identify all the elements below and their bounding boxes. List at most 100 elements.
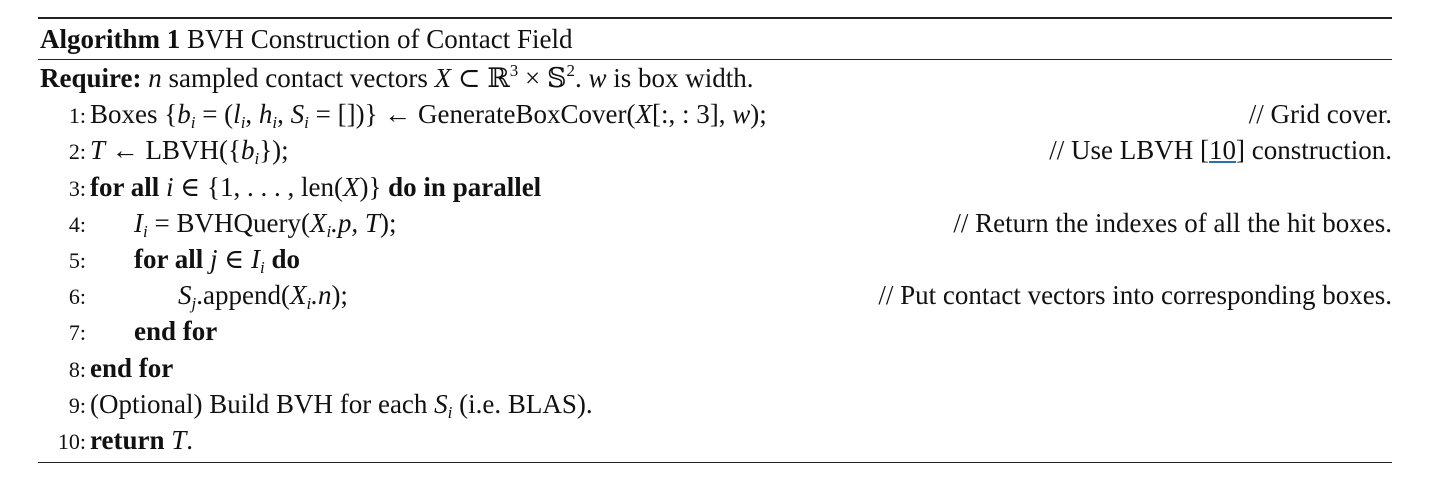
text: ∈ {1, . . . , len( bbox=[173, 171, 343, 202]
text: × 𝕊 bbox=[518, 63, 567, 93]
line-number: 3: bbox=[68, 175, 86, 201]
var: i bbox=[166, 171, 174, 202]
var: I bbox=[251, 243, 261, 274]
text: is box width. bbox=[606, 63, 754, 93]
algo-line-9: 9: (Optional) Build BVH for each Si (i.e… bbox=[38, 386, 1392, 422]
line-number: 7: bbox=[68, 320, 86, 346]
var: .n bbox=[311, 280, 332, 311]
text: = BVHQuery( bbox=[147, 207, 310, 238]
subscript: j bbox=[191, 294, 197, 314]
keyword: for all bbox=[90, 171, 160, 202]
var: w bbox=[732, 99, 751, 130]
superscript: 3 bbox=[509, 61, 519, 80]
text: (i.e. BLAS). bbox=[452, 388, 593, 419]
line-body: Boxes {bi = (li, hi, Si = [])} ← Generat… bbox=[90, 99, 767, 133]
text: ); bbox=[379, 207, 397, 238]
text: ] construction. bbox=[1236, 135, 1392, 166]
var: X bbox=[342, 171, 360, 202]
algo-line-5: 5: for all j ∈ Ii do bbox=[38, 241, 1392, 277]
keyword: return bbox=[90, 424, 165, 455]
algorithm-label: Algorithm 1 bbox=[40, 24, 181, 54]
keyword: end for bbox=[90, 352, 174, 383]
algorithm-block: Algorithm 1 BVH Construction of Contact … bbox=[38, 17, 1392, 464]
var: X bbox=[309, 207, 327, 238]
caption-rule bbox=[38, 59, 1392, 60]
var: T bbox=[90, 135, 106, 166]
text: ∈ bbox=[217, 243, 252, 274]
comment: // Put contact vectors into correspondin… bbox=[878, 280, 1392, 311]
keyword: do bbox=[271, 243, 301, 274]
text: ← LBVH({ bbox=[105, 135, 241, 166]
algo-line-6: 6: Sj.append(Xi.n); // Put contact vecto… bbox=[38, 277, 1392, 313]
text: . bbox=[574, 63, 589, 93]
line-number: 10: bbox=[57, 428, 86, 454]
algo-line-1: 1: Boxes {bi = (li, hi, Si = [])} ← Gene… bbox=[38, 96, 1392, 132]
var-n: n bbox=[148, 63, 162, 93]
var: h bbox=[258, 99, 273, 130]
line-body: Sj.append(Xi.n); bbox=[90, 277, 348, 313]
line-number: 9: bbox=[68, 392, 86, 418]
require-line: Require: n sampled contact vectors X ⊂ ℝ… bbox=[38, 60, 1392, 96]
var: S bbox=[434, 388, 448, 419]
line-number: 8: bbox=[68, 356, 86, 382]
line-body: return T. bbox=[90, 422, 193, 458]
algo-line-7: 7: end for bbox=[38, 313, 1392, 349]
algo-line-4: 4: Ii = BVHQuery(Xi.p, T); // Return the… bbox=[38, 205, 1392, 241]
text: }); bbox=[259, 135, 289, 166]
algorithm-caption: Algorithm 1 BVH Construction of Contact … bbox=[38, 19, 1392, 59]
require-label: Require: bbox=[40, 63, 142, 93]
text: ⊂ ℝ bbox=[451, 63, 510, 93]
line-body: end for bbox=[90, 313, 217, 349]
text: )} bbox=[359, 171, 382, 202]
subscript: i bbox=[190, 113, 196, 133]
algo-line-3: 3: for all i ∈ {1, . . . , len(X)} do in… bbox=[38, 169, 1392, 205]
var-w: w bbox=[588, 63, 607, 93]
text: (Optional) Build BVH for each bbox=[90, 388, 435, 419]
algorithm-title: BVH Construction of Contact Field bbox=[186, 24, 573, 54]
var: b bbox=[240, 135, 255, 166]
line-body: end for bbox=[90, 350, 173, 386]
keyword: end for bbox=[134, 316, 218, 347]
subscript: i bbox=[306, 294, 312, 314]
var: S bbox=[178, 280, 192, 311]
algo-line-2: 2: T ← LBVH({bi}); // Use LBVH [10] cons… bbox=[38, 132, 1392, 168]
subscript: i bbox=[240, 113, 246, 133]
line-number: 4: bbox=[68, 211, 86, 237]
bottom-rule bbox=[38, 462, 1392, 464]
text: ); bbox=[331, 280, 348, 311]
text: sampled contact vectors bbox=[161, 63, 435, 93]
line-body: for all i ∈ {1, . . . , len(X)} do in pa… bbox=[90, 169, 541, 205]
keyword: for all bbox=[134, 243, 204, 274]
subscript: i bbox=[326, 221, 332, 241]
text: // Use LBVH [ bbox=[1049, 135, 1210, 166]
text: .append( bbox=[196, 280, 290, 311]
line-body: (Optional) Build BVH for each Si (i.e. B… bbox=[90, 386, 593, 422]
superscript: 2 bbox=[566, 61, 575, 80]
var: X bbox=[635, 99, 652, 130]
subscript: i bbox=[143, 221, 148, 241]
var: I bbox=[134, 207, 143, 238]
line-number: 2: bbox=[68, 139, 86, 165]
subscript: i bbox=[254, 149, 260, 169]
top-rule bbox=[38, 17, 1392, 19]
line-number: 5: bbox=[68, 247, 86, 273]
citation-link[interactable]: 10 bbox=[1209, 135, 1237, 166]
algo-line-8: 8: end for bbox=[38, 350, 1392, 386]
var: j bbox=[210, 243, 218, 274]
var: S bbox=[290, 99, 305, 130]
line-body: Ii = BVHQuery(Xi.p, T); bbox=[90, 205, 396, 241]
line-body: for all j ∈ Ii do bbox=[90, 241, 300, 277]
line-number: 1: bbox=[68, 103, 86, 129]
var: X bbox=[289, 280, 307, 311]
subscript: i bbox=[447, 402, 453, 422]
var: l bbox=[233, 99, 241, 130]
var: T bbox=[171, 424, 187, 455]
line-body: T ← LBVH({bi}); bbox=[90, 132, 289, 168]
var: b bbox=[177, 99, 191, 130]
text: Boxes { bbox=[90, 99, 178, 130]
comment: // Use LBVH [10] construction. bbox=[1049, 132, 1392, 168]
line-number: 6: bbox=[68, 284, 86, 310]
text: ); bbox=[750, 99, 767, 130]
subscript: i bbox=[260, 257, 265, 277]
comment: // Return the indexes of all the hit box… bbox=[953, 207, 1392, 238]
